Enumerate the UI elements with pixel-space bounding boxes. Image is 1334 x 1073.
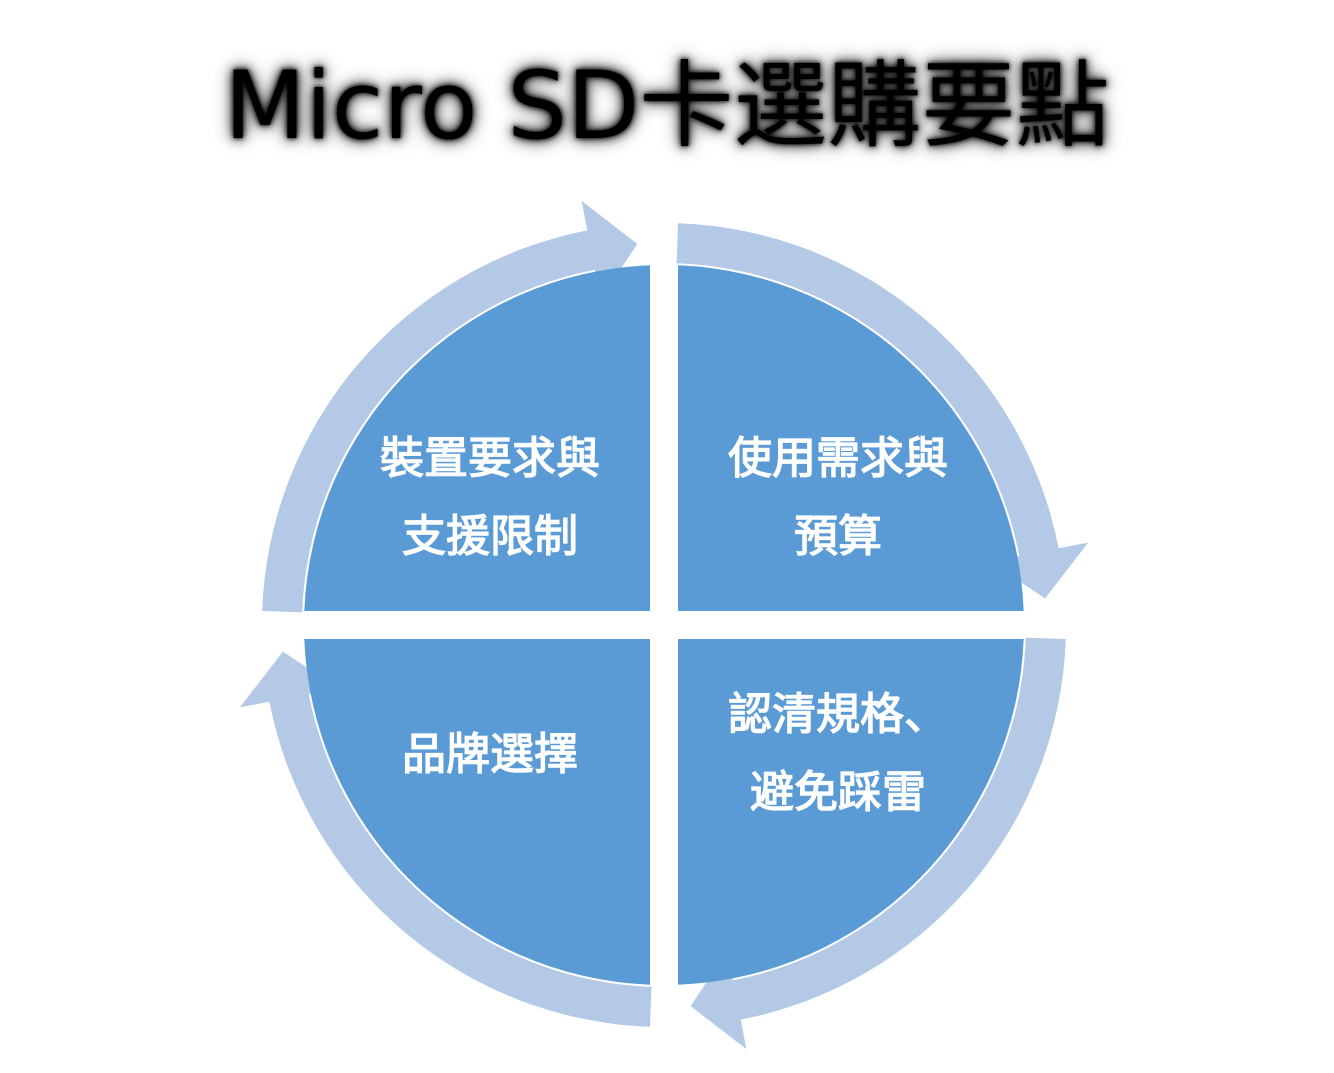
quadrant-top-left (304, 265, 650, 611)
arc-arrow-top-left (262, 200, 638, 613)
quadrant-label-line: 支援限制 (402, 511, 578, 562)
arc-arrow-bottom-left (239, 651, 652, 1027)
quadrant-label-line: 使用需求與 (728, 433, 948, 484)
quadrant-bottom-left (304, 639, 650, 985)
quadrant-top-right (678, 265, 1024, 611)
quadrant-label-bottom-right: 認清規格、 避免踩雷 (638, 676, 1038, 832)
quadrant-label-top-right: 使用需求與 預算 (638, 420, 1038, 576)
quadrant-label-line: 認清規格、 (728, 689, 948, 740)
quadrant-label-line: 預算 (794, 511, 882, 562)
quadrant-label-bottom-left: 品牌選擇 (290, 716, 690, 794)
arc-arrow-bottom-right (690, 637, 1066, 1050)
quadrant-bottom-right (678, 639, 1024, 985)
page-title: Micro SD卡選購要點 (224, 51, 1111, 162)
quadrant-label-line: 避免踩雷 (750, 767, 926, 818)
quadrant-label-line: 裝置要求與 (380, 433, 600, 484)
quadrant-label-top-left: 裝置要求與 支援限制 (290, 420, 690, 576)
quadrant-label-line: 品牌選擇 (402, 729, 578, 780)
arc-arrow-top-right (676, 223, 1089, 599)
